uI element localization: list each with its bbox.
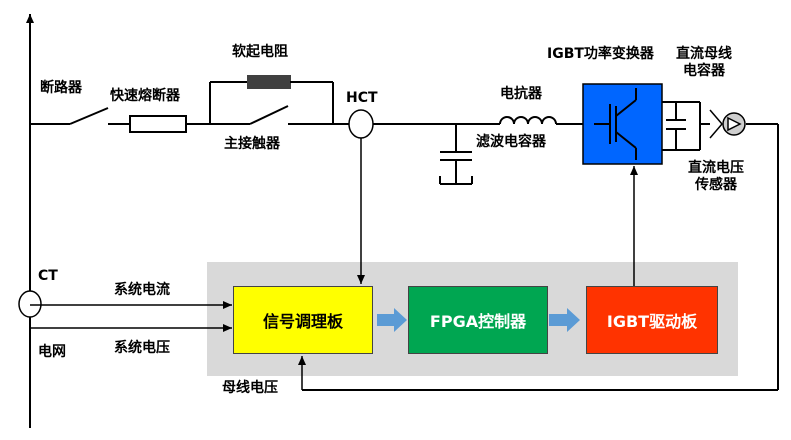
dc-bus-capacitor-label: 直流母线 电容器 <box>676 46 732 80</box>
main-power-line <box>30 75 779 391</box>
bus-voltage-label: 母线电压 <box>222 380 278 396</box>
breaker-switch-icon <box>69 107 109 125</box>
igbt-driver-board: IGBT驱动板 <box>586 286 718 354</box>
reactor-label: 电抗器 <box>500 86 542 102</box>
dc-bus-capacitor-label-line1: 直流母线 <box>676 46 732 62</box>
dc-voltage-sensor-icon <box>709 109 746 139</box>
ct-label: CT <box>38 268 58 284</box>
dc-voltage-sensor-label-line2: 传感器 <box>695 176 737 193</box>
arrow-fpga-to-driver <box>549 308 580 332</box>
reactor-coil-icon <box>499 116 557 125</box>
system-current-label: 系统电流 <box>114 282 170 298</box>
breaker-label: 断路器 <box>40 80 82 96</box>
soft-start-resistor-label: 软起电阻 <box>232 44 288 60</box>
filter-capacitor-icon <box>439 124 473 185</box>
main-contactor-label: 主接触器 <box>224 136 280 152</box>
ct-sensor-icon <box>18 290 42 318</box>
arrow-signal-to-fpga <box>377 308 407 332</box>
dc-voltage-sensor-label: 直流电压 传感器 <box>688 160 744 194</box>
dc-bus-capacitor-icon <box>666 102 686 150</box>
hct-label: HCT <box>346 90 378 106</box>
system-voltage-label: 系统电压 <box>114 340 170 356</box>
igbt-driver-label: IGBT驱动板 <box>606 312 698 331</box>
fpga-controller-board: FPGA控制器 <box>408 286 548 354</box>
dc-voltage-sensor-label-line1: 直流电压 <box>688 160 744 176</box>
fast-fuse-icon <box>129 115 187 133</box>
igbt-transistor-icon <box>594 88 637 160</box>
soft-start-resistor-icon <box>247 75 291 89</box>
dc-bus-capacitor-label-line2: 电容器 <box>683 62 725 79</box>
main-contactor-switch-icon <box>249 105 289 125</box>
filter-capacitor-label: 滤波电容器 <box>476 134 546 150</box>
fpga-controller-label: FPGA控制器 <box>429 312 527 331</box>
fast-fuse-label: 快速熔断器 <box>110 88 180 104</box>
grid-label: 电网 <box>38 344 66 360</box>
igbt-converter-label: IGBT功率变换器 <box>547 46 654 62</box>
signal-conditioning-board: 信号调理板 <box>233 286 373 354</box>
hct-sensor-icon <box>348 109 374 139</box>
signal-conditioning-label: 信号调理板 <box>262 312 343 331</box>
